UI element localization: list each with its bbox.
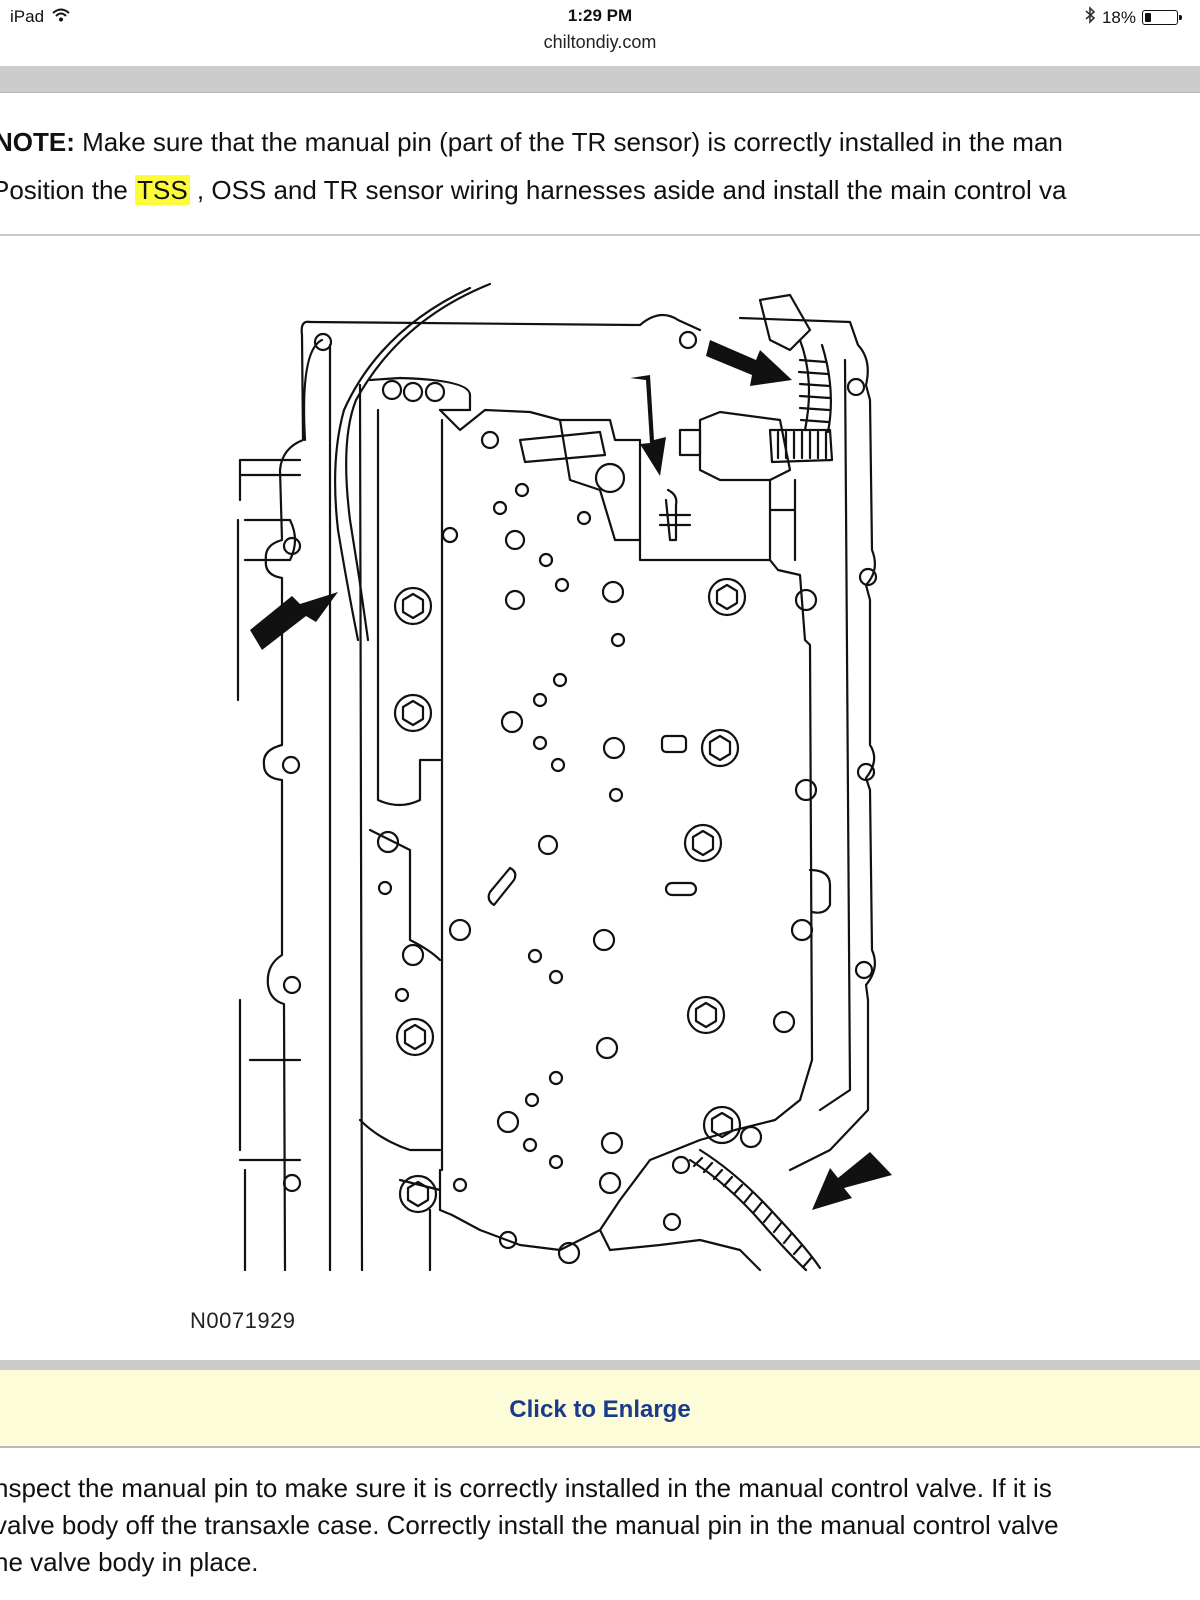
note-label: NOTE: <box>0 127 75 157</box>
body-line: nspect the manual pin to make sure it is… <box>0 1473 1052 1503</box>
wifi-icon <box>52 7 70 27</box>
divider-top <box>0 234 1200 236</box>
note-line-2-text: , OSS and TR sensor wiring harnesses asi… <box>189 175 1067 205</box>
device-name: iPad <box>10 7 45 26</box>
battery-icon <box>1142 10 1182 25</box>
note-block: NOTE: Make sure that the manual pin (par… <box>0 118 1200 214</box>
figure-id: N0071929 <box>190 1308 296 1333</box>
valve-body-diagram[interactable] <box>230 280 910 1280</box>
note-line-1-text: Make sure that the manual pin (part of t… <box>74 127 1063 157</box>
status-bar: iPad 1:29 PM chiltondiy.com 18% <box>0 0 1200 62</box>
body-line: valve body off the transaxle case. Corre… <box>0 1510 1059 1540</box>
battery-percent: 18% <box>1101 7 1136 27</box>
body-text: nspect the manual pin to make sure it is… <box>0 1470 1200 1581</box>
note-line-1: NOTE: Make sure that the manual pin (par… <box>0 118 1200 166</box>
click-to-enlarge-link[interactable]: Click to Enlarge <box>509 1396 691 1423</box>
bluetooth-icon <box>1084 6 1096 29</box>
enlarge-bar: Click to Enlarge <box>0 1370 1200 1448</box>
status-left: iPad <box>10 7 70 27</box>
enlarge-band <box>0 1360 1200 1370</box>
address-url[interactable]: chiltondiy.com <box>543 32 657 52</box>
highlight-tss: TSS <box>135 175 190 205</box>
status-time: 1:29 PM <box>567 6 633 25</box>
toolbar-band <box>0 66 1200 93</box>
body-line: he valve body in place. <box>0 1547 259 1577</box>
note-line-2-start: Position the <box>0 175 136 205</box>
status-right: 18% <box>1084 6 1182 29</box>
note-line-2: Position the TSS , OSS and TR sensor wir… <box>0 166 1200 214</box>
